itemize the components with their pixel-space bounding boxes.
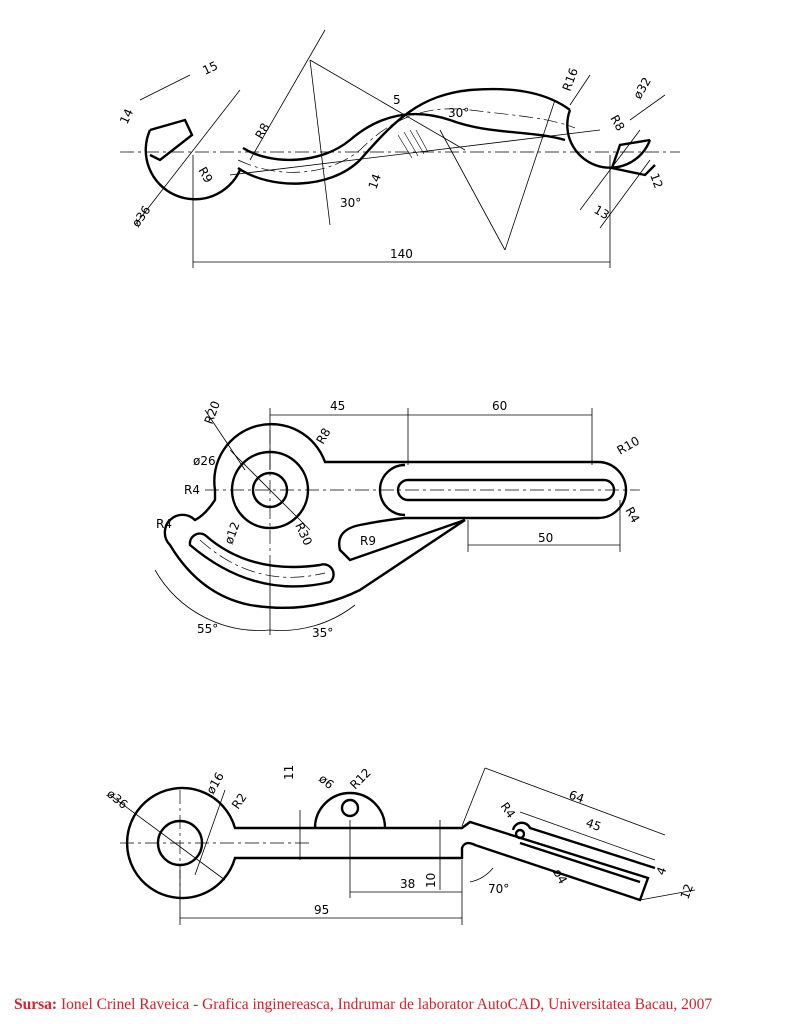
dimension-label: R4: [498, 800, 519, 821]
dimension-lines: [154, 408, 621, 635]
s-band-center: [237, 108, 576, 173]
dimension-label: R20: [202, 399, 223, 426]
dimension-label: R10: [615, 434, 642, 458]
dimension-label: R30: [292, 520, 315, 547]
dimension-label: 30°: [340, 196, 361, 210]
inner-slot: [396, 478, 616, 502]
dimension-label: 4: [654, 865, 670, 877]
section-hatch: [397, 129, 429, 159]
drawing-s-wrench: 15 14 R8 R9 ø36 140 5 30° 30° 14 R16 ø32…: [117, 29, 680, 268]
dimension-label: 12: [647, 171, 665, 190]
boss-hole: [340, 798, 360, 818]
dimension-label: R4: [622, 505, 642, 526]
pin-hole: [514, 828, 526, 840]
dimension-label: 35°: [312, 626, 333, 640]
dimension-label: ø36: [104, 787, 130, 812]
dimension-label: R4: [184, 483, 200, 497]
dimension-label: R8: [252, 121, 272, 142]
dimension-label: 12: [678, 882, 696, 901]
dimension-label: R9: [195, 165, 215, 186]
dimension-label: R8: [313, 426, 333, 447]
source-citation: Sursa: Ionel Crinel Raveica - Grafica in…: [14, 996, 712, 1014]
pin-lug: [511, 821, 656, 884]
dimension-label: R2: [229, 791, 250, 812]
dimension-label: 14: [366, 172, 384, 191]
dimension-label: 95: [314, 903, 329, 917]
dimension-label: 11: [282, 765, 296, 780]
hub-bore: [251, 471, 289, 509]
arc-slot-center: [199, 539, 326, 578]
dimension-label: 55°: [197, 622, 218, 636]
source-label: Sursa:: [14, 996, 58, 1013]
dimension-label: 38: [400, 877, 415, 891]
slot-end-left: [378, 463, 406, 517]
dimension-label: 60: [492, 399, 507, 413]
technical-drawings: 15 14 R8 R9 ø36 140 5 30° 30° 14 R16 ø32…: [104, 29, 696, 925]
dimension-label: 45: [330, 399, 345, 413]
dimension-label: R8: [607, 113, 627, 134]
dimension-label: 64: [567, 788, 586, 806]
dimension-label: 140: [390, 247, 413, 261]
dimension-label: R9: [360, 534, 376, 548]
dimension-label: ø6: [316, 772, 336, 792]
dimension-label: 5: [393, 93, 401, 107]
construction-lines: [134, 29, 666, 268]
dimension-label: R4: [156, 517, 172, 531]
dimension-label: 14: [117, 107, 136, 127]
left-wrench-head: [144, 118, 242, 201]
drawing-bent-link: ø36 ø16 R2 11 ø6 R12 64 R4 45 38 10 70° …: [104, 765, 696, 925]
dimension-label: ø4: [550, 867, 570, 887]
dimension-label: ø26: [193, 454, 216, 468]
dimension-label: ø36: [129, 203, 153, 230]
dimension-lines: [109, 767, 696, 925]
dimension-label: R12: [347, 766, 374, 793]
s-band-outline: [237, 87, 571, 185]
eye-bore: [156, 819, 204, 867]
dimension-label: ø16: [203, 770, 226, 797]
dimension-label: 50: [538, 531, 553, 545]
dimension-label: ø12: [222, 520, 243, 546]
dimension-label: 30°: [448, 106, 469, 120]
dimension-label: 13: [592, 202, 612, 222]
dimension-label: ø32: [630, 75, 653, 102]
lever-outline: [163, 422, 628, 610]
boss-semicircle: [313, 791, 387, 829]
arc-slot: [188, 532, 335, 588]
dimension-label: 70°: [488, 882, 509, 896]
source-text: Ionel Crinel Raveica - Grafica inginerea…: [57, 996, 713, 1013]
dimension-label: 10: [424, 873, 438, 888]
dimension-label: 15: [200, 59, 220, 78]
dimension-label: 45: [584, 816, 603, 834]
drawing-slotted-lever: R20 45 60 R8 ø26 R10 R4 R4 ø12 R30 R9 R4…: [154, 399, 643, 640]
link-outline: [125, 786, 650, 902]
dimension-label: R16: [560, 66, 581, 93]
